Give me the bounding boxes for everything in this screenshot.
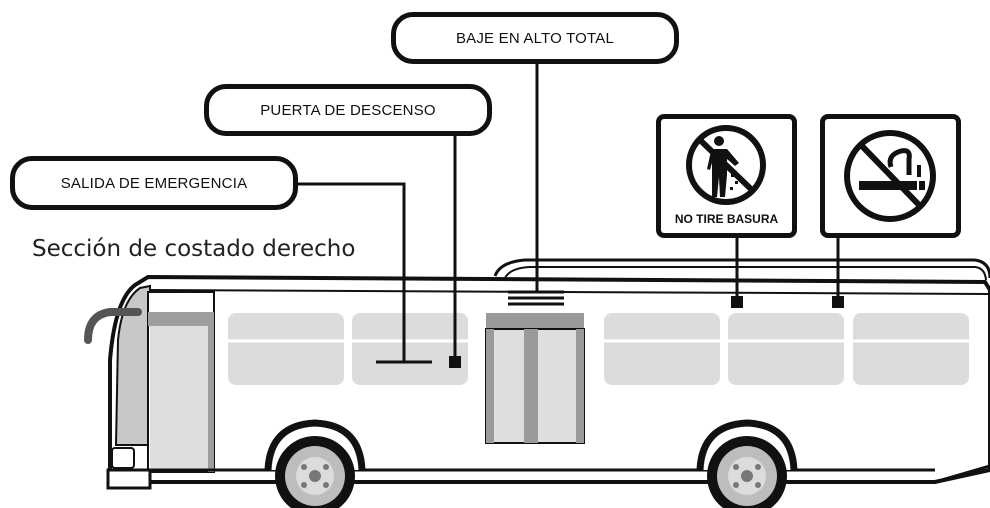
window — [853, 313, 969, 385]
exit-door — [485, 313, 585, 444]
no-littering-sign: NO TIRE BASURA — [656, 114, 797, 238]
label-full-stop-text: BAJE EN ALTO TOTAL — [455, 29, 615, 47]
label-full-stop: BAJE EN ALTO TOTAL — [391, 12, 679, 64]
front-door-edge — [208, 326, 214, 472]
front-windshield — [114, 284, 151, 446]
front-door-panel — [150, 326, 210, 470]
window — [728, 313, 844, 385]
no-smoking-sign — [820, 114, 961, 238]
roof-line — [147, 289, 989, 295]
front-bumper — [106, 468, 152, 490]
label-emergency-exit: SALIDA DE EMERGENCIA — [10, 156, 298, 210]
label-exit-door-text: PUERTA DE DESCENSO — [260, 101, 436, 119]
rear-wheel — [707, 436, 787, 508]
section-title: Sección de costado derecho — [32, 236, 356, 262]
leader-no-smoking — [832, 235, 844, 308]
no-littering-icon — [686, 125, 766, 205]
leader-emergency-exit — [296, 182, 432, 364]
side-mirror — [84, 308, 142, 344]
window — [228, 313, 344, 385]
leader-no-littering — [731, 235, 743, 308]
front-wheel — [275, 436, 355, 508]
no-smoking-icon — [844, 130, 936, 222]
leader-exit-door — [449, 135, 461, 368]
headlight — [111, 447, 135, 469]
window — [352, 313, 468, 385]
window — [604, 313, 720, 385]
roof-rail-inner — [504, 266, 987, 281]
label-emergency-exit-text: SALIDA DE EMERGENCIA — [60, 174, 248, 192]
rear-tail — [934, 464, 990, 484]
leader-full-stop — [508, 62, 564, 306]
front-door-header — [148, 312, 214, 326]
label-exit-door: PUERTA DE DESCENSO — [204, 84, 492, 136]
windows — [228, 313, 969, 385]
no-littering-caption: NO TIRE BASURA — [674, 212, 779, 226]
roof-rail — [493, 258, 990, 279]
